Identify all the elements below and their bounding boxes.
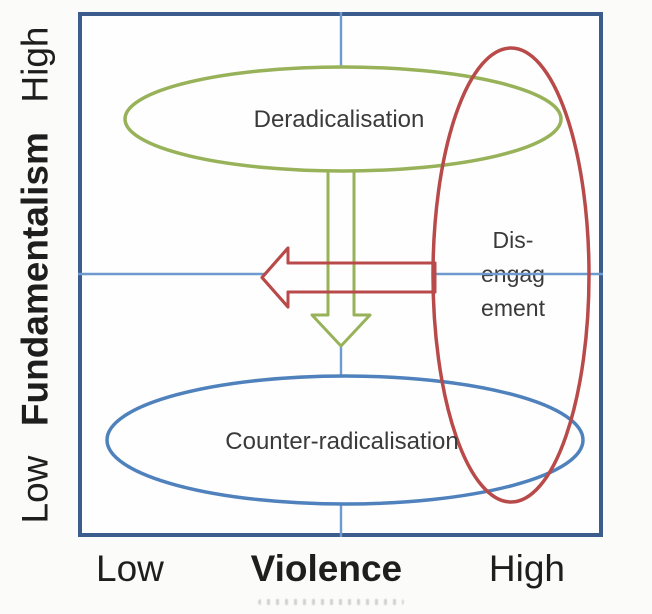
- compression-artifact-smudge: [258, 599, 404, 605]
- diagram-canvas: [78, 12, 603, 537]
- y-axis: Low Fundamentalism High: [1, 13, 71, 538]
- y-axis-title: Fundamentalism: [14, 132, 56, 427]
- y-axis-low-label: Low: [14, 455, 56, 524]
- deradicalisation-ellipse: [123, 65, 563, 173]
- counter-radicalisation-ellipse: [105, 374, 585, 506]
- counter-radicalisation-label: Counter-radicalisation: [225, 428, 459, 455]
- disengagement-left-arrow-outline: [260, 246, 437, 309]
- disengagement-label-line3: ement: [481, 295, 545, 321]
- x-axis-title: Violence: [250, 548, 403, 589]
- deradicalisation-label: Deradicalisation: [253, 106, 425, 133]
- plot-area: Dis- engag ement Deradicalisation Counte…: [78, 12, 603, 537]
- x-axis-low-label: Low: [96, 548, 164, 589]
- x-axis: Low Violence High: [78, 548, 603, 590]
- disengagement-label-line1: Dis-: [492, 227, 534, 253]
- deradicalisation-down-arrow: [310, 158, 372, 348]
- y-axis-high-label: High: [14, 26, 56, 103]
- disengagement-ellipse: [431, 46, 591, 504]
- x-axis-high-label: High: [488, 548, 565, 589]
